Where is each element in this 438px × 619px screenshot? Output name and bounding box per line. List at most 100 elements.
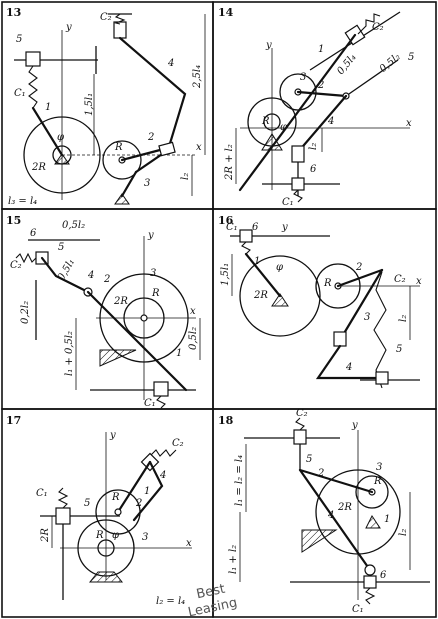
svg-text:1: 1 bbox=[144, 486, 150, 497]
svg-text:R: R bbox=[114, 142, 123, 153]
panel-18: 18 y C₂ 5 2R R 3 1 2 4 6 C₁ l₁ = l₂ = l₄ bbox=[218, 408, 430, 615]
svg-text:3: 3 bbox=[144, 178, 150, 189]
svg-text:6: 6 bbox=[252, 222, 259, 233]
svg-text:C₂: C₂ bbox=[394, 274, 406, 285]
svg-text:2: 2 bbox=[147, 132, 154, 143]
svg-text:l₂: l₂ bbox=[180, 173, 191, 180]
svg-text:4: 4 bbox=[87, 270, 94, 281]
svg-text:C₁: C₁ bbox=[144, 398, 156, 409]
svg-text:y: y bbox=[265, 40, 272, 51]
svg-text:x: x bbox=[196, 142, 202, 153]
watermark: Best Leasing bbox=[187, 582, 239, 619]
svg-text:0,5l₂: 0,5l₂ bbox=[378, 52, 403, 75]
svg-text:C₂: C₂ bbox=[10, 260, 22, 271]
panel-16: 16 C₁ 6 y 1 φ 2R R 2 C₂ x 3 4 5 1, bbox=[218, 214, 422, 389]
svg-text:4: 4 bbox=[167, 58, 174, 69]
svg-text:1: 1 bbox=[384, 514, 390, 525]
svg-text:2R: 2R bbox=[253, 290, 268, 301]
svg-text:x: x bbox=[406, 118, 412, 129]
svg-text:4: 4 bbox=[327, 116, 334, 127]
svg-text:2R: 2R bbox=[113, 296, 128, 307]
panel-17-number: 17 bbox=[6, 414, 21, 427]
svg-text:R: R bbox=[323, 278, 332, 289]
svg-text:R: R bbox=[261, 116, 270, 127]
panel-17: 17 y x C₂ 4 1 R 2 R φ 3 C₁ 5 2R l₂ = l₄ bbox=[6, 414, 192, 607]
svg-text:1,5l₁: 1,5l₁ bbox=[84, 93, 95, 116]
svg-text:l₁ + 0,5l₂: l₁ + 0,5l₂ bbox=[64, 331, 75, 376]
panel-16-number: 16 bbox=[218, 214, 234, 227]
panel-15-frame bbox=[1, 208, 214, 410]
svg-text:1: 1 bbox=[45, 102, 51, 113]
svg-text:4: 4 bbox=[327, 510, 334, 521]
svg-text:3: 3 bbox=[364, 312, 370, 323]
svg-text:2: 2 bbox=[135, 498, 142, 509]
svg-text:5: 5 bbox=[84, 498, 90, 509]
svg-text:x: x bbox=[186, 538, 192, 549]
svg-text:l₁ + l₂: l₁ + l₂ bbox=[228, 545, 239, 574]
svg-text:C₁: C₁ bbox=[226, 222, 238, 233]
svg-text:0,5l₂: 0,5l₂ bbox=[62, 220, 85, 231]
panel-15: 15 y x 2R R 3 6 0,5l₂ C₂ 5 0,5l₁ 4 2 1 0… bbox=[6, 214, 201, 409]
svg-text:2R: 2R bbox=[40, 528, 51, 543]
svg-text:4: 4 bbox=[345, 362, 352, 373]
svg-text:5: 5 bbox=[306, 454, 312, 465]
svg-text:3: 3 bbox=[150, 268, 156, 279]
svg-text:2R: 2R bbox=[337, 502, 352, 513]
panel-14-number: 14 bbox=[218, 6, 234, 19]
svg-text:R: R bbox=[111, 492, 120, 503]
svg-text:φ: φ bbox=[57, 132, 64, 143]
svg-text:2: 2 bbox=[317, 468, 324, 479]
svg-text:C₁: C₁ bbox=[36, 488, 48, 499]
svg-text:2,5l₄: 2,5l₄ bbox=[192, 65, 203, 89]
panel-13-number: 13 bbox=[6, 6, 21, 19]
panel-18-frame bbox=[212, 408, 437, 618]
svg-text:5: 5 bbox=[16, 34, 22, 45]
svg-text:C₂: C₂ bbox=[372, 22, 384, 33]
svg-text:y: y bbox=[109, 430, 116, 441]
svg-text:1: 1 bbox=[318, 44, 324, 55]
svg-text:C₂: C₂ bbox=[172, 438, 184, 449]
svg-text:φ: φ bbox=[112, 530, 119, 541]
svg-text:C₂: C₂ bbox=[100, 12, 112, 23]
svg-text:l₂: l₂ bbox=[308, 143, 319, 150]
panel-14: 14 y x 3 R φ C₂ 1 2 5 0,5l₄ 0,5l₂ 4 6 bbox=[218, 6, 414, 208]
svg-text:x: x bbox=[190, 306, 196, 317]
svg-text:2: 2 bbox=[103, 274, 110, 285]
svg-text:y: y bbox=[351, 420, 358, 431]
svg-text:R: R bbox=[95, 530, 104, 541]
svg-text:l₂: l₂ bbox=[398, 529, 409, 536]
svg-text:y: y bbox=[281, 222, 288, 233]
svg-text:φ: φ bbox=[276, 262, 283, 273]
svg-text:6: 6 bbox=[30, 228, 37, 239]
svg-text:l₃ = l₄: l₃ = l₄ bbox=[8, 196, 37, 207]
panel-18-number: 18 bbox=[218, 414, 234, 427]
panel-14-frame bbox=[212, 1, 437, 210]
svg-text:0,2l₂: 0,2l₂ bbox=[20, 301, 31, 324]
svg-text:0,5l₂: 0,5l₂ bbox=[188, 327, 199, 350]
svg-text:2: 2 bbox=[355, 262, 362, 273]
svg-text:l₂ = l₄: l₂ = l₄ bbox=[156, 596, 185, 607]
svg-text:5: 5 bbox=[408, 52, 414, 63]
watermark-line-1: Best bbox=[195, 582, 226, 603]
svg-text:R: R bbox=[151, 288, 160, 299]
svg-text:R: R bbox=[373, 476, 382, 487]
panel-13: 13 y 5 C₁ 1 φ 2R R C₂ 4 2 bbox=[6, 6, 206, 207]
svg-text:5: 5 bbox=[58, 242, 64, 253]
svg-text:2: 2 bbox=[317, 80, 324, 91]
svg-text:2R: 2R bbox=[31, 162, 46, 173]
svg-text:1,5l₁: 1,5l₁ bbox=[220, 263, 231, 286]
svg-text:y: y bbox=[65, 22, 72, 33]
svg-text:3: 3 bbox=[300, 72, 306, 83]
svg-text:C₁: C₁ bbox=[14, 88, 26, 99]
svg-text:l₂: l₂ bbox=[398, 315, 409, 322]
svg-text:0,5l₁: 0,5l₁ bbox=[56, 257, 77, 283]
svg-text:2R + l₂: 2R + l₂ bbox=[224, 144, 235, 181]
panel-15-number: 15 bbox=[6, 214, 21, 227]
svg-text:C₂: C₂ bbox=[296, 408, 308, 419]
svg-text:C₁: C₁ bbox=[352, 604, 364, 615]
svg-text:6: 6 bbox=[380, 570, 387, 581]
svg-text:3: 3 bbox=[142, 532, 148, 543]
svg-text:1: 1 bbox=[176, 348, 182, 359]
